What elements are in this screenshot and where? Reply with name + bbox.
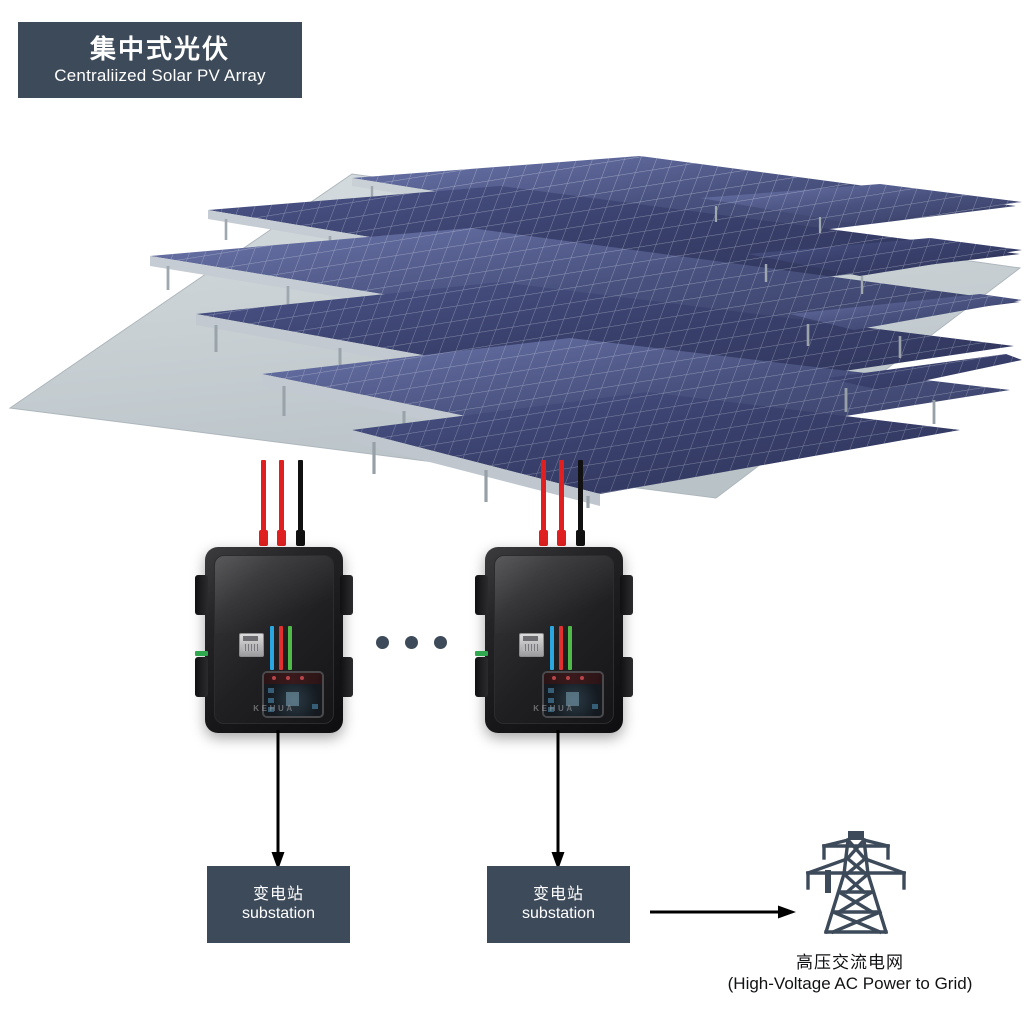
inverter-front-panel: KEHUA xyxy=(494,555,614,724)
dc-cable-negative xyxy=(578,460,583,534)
title-badge: 集中式光伏 Centraliized Solar PV Array xyxy=(18,22,302,98)
dc-cable-positive-1 xyxy=(261,460,266,534)
indicator-stripe-blue xyxy=(270,626,274,670)
inverter-brand-logo: KEHUA xyxy=(253,704,295,713)
transmission-tower-icon xyxy=(805,831,907,935)
mounting-tab-left-top xyxy=(475,575,488,615)
display-screen xyxy=(544,684,602,716)
grid-caption-en: (High-Voltage AC Power to Grid) xyxy=(727,974,973,994)
arrow-substation-to-grid xyxy=(650,905,796,919)
ellipsis-more-inverters xyxy=(376,636,447,649)
indicator-stripe-blue xyxy=(550,626,554,670)
mounting-tab-right-bottom xyxy=(620,657,633,697)
display-status-bar xyxy=(544,673,602,684)
grid-caption: 高压交流电网 (High-Voltage AC Power to Grid) xyxy=(690,952,1010,995)
mounting-tab-right-bottom xyxy=(340,657,353,697)
indicator-stripes xyxy=(270,626,292,670)
dc-cable-negative-connector xyxy=(296,530,305,546)
inverter-display[interactable] xyxy=(542,671,604,718)
indicator-stripe-red xyxy=(279,626,283,670)
dc-cable-positive-1-connector xyxy=(539,530,548,546)
string-inverter-1[interactable]: KEHUA xyxy=(195,547,353,733)
title-badge-cn: 集中式光伏 xyxy=(89,33,230,64)
indicator-stripes xyxy=(550,626,572,670)
panel-gloss xyxy=(215,556,333,633)
rj45-port-icon xyxy=(519,633,544,657)
panel-rows xyxy=(150,156,1022,508)
string-inverter-2[interactable]: KEHUA xyxy=(475,547,633,733)
substation-label-en: substation xyxy=(242,904,315,922)
substation-label-en: substation xyxy=(522,904,595,922)
dc-cable-positive-2-connector xyxy=(557,530,566,546)
rj45-port-icon xyxy=(239,633,264,657)
display-screen xyxy=(264,684,322,716)
dc-cable-negative-connector xyxy=(576,530,585,546)
display-status-bar xyxy=(264,673,322,684)
dc-cable-positive-1 xyxy=(541,460,546,534)
grid-caption-cn: 高压交流电网 xyxy=(796,953,904,972)
dc-cable-positive-1-connector xyxy=(259,530,268,546)
indicator-stripe-red xyxy=(559,626,563,670)
dc-cable-positive-2 xyxy=(279,460,284,534)
centralized-solar-pv-array xyxy=(8,156,1022,508)
arrow-inverter-1-to-substation-1 xyxy=(271,730,285,870)
panel-gloss xyxy=(495,556,613,633)
substation-box-1[interactable]: 变电站 substation xyxy=(207,866,350,943)
inverter-display[interactable] xyxy=(262,671,324,718)
mounting-tab-right-top xyxy=(340,575,353,615)
indicator-stripe-green xyxy=(568,626,572,670)
inverter-front-panel: KEHUA xyxy=(214,555,334,724)
dc-cable-positive-2 xyxy=(559,460,564,534)
ellipsis-dot xyxy=(434,636,447,649)
mounting-tab-left-bottom xyxy=(195,657,208,697)
ellipsis-dot xyxy=(405,636,418,649)
mounting-tab-right-top xyxy=(620,575,633,615)
indicator-stripe-green xyxy=(288,626,292,670)
mounting-tab-left-top xyxy=(195,575,208,615)
ellipsis-dot xyxy=(376,636,389,649)
ac-output-terminal xyxy=(195,651,208,656)
substation-label-cn: 变电站 xyxy=(252,885,304,903)
substation-box-2[interactable]: 变电站 substation xyxy=(487,866,630,943)
title-badge-en: Centraliized Solar PV Array xyxy=(54,66,266,86)
mounting-tab-left-bottom xyxy=(475,657,488,697)
arrow-inverter-2-to-substation-2 xyxy=(551,730,565,870)
ac-output-terminal xyxy=(475,651,488,656)
substation-label-cn: 变电站 xyxy=(532,885,584,903)
dc-cable-positive-2-connector xyxy=(277,530,286,546)
dc-cable-negative xyxy=(298,460,303,534)
inverter-brand-logo: KEHUA xyxy=(533,704,575,713)
